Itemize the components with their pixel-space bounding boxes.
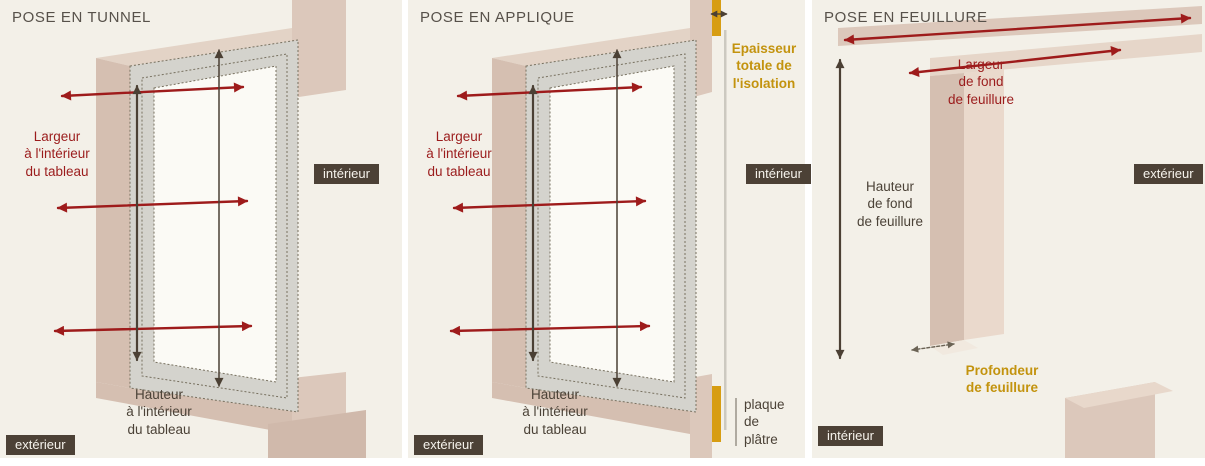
measure-arrows	[449, 49, 651, 387]
feuillure-diagram	[835, 6, 1202, 458]
exterior-badge: extérieur	[1134, 164, 1203, 184]
panel-pose-en-tunnel: POSE EN TUNNEL Largeur à l'intérieur du …	[0, 0, 402, 458]
tunnel-diagram	[53, 0, 366, 458]
height-inside-opening-label: Hauteur à l'intérieur du tableau	[126, 387, 192, 437]
window-frame	[525, 39, 697, 413]
exterior-badge: extérieur	[414, 435, 483, 455]
panel-title: POSE EN FEUILLURE	[824, 9, 988, 26]
panel-title: POSE EN TUNNEL	[12, 9, 151, 26]
measure-arrows	[835, 13, 1192, 360]
insulation-and-plaster	[710, 0, 737, 446]
rebate-width-label: Largeur de fond de feuillure	[947, 57, 1015, 107]
rebate-depth-arrow	[911, 341, 955, 353]
plasterboard-label: plaque de plâtre	[744, 397, 785, 447]
width-inside-opening-label: Largeur à l'intérieur du tableau	[426, 129, 492, 179]
window-frame	[129, 39, 299, 413]
width-inside-opening-label: Largeur à l'intérieur du tableau	[24, 129, 90, 179]
panel-pose-en-applique: POSE EN APPLIQUE Largeur à l'intérieur d…	[408, 0, 811, 458]
height-inside-opening-label: Hauteur à l'intérieur du tableau	[522, 387, 588, 437]
rebate-height-label: Hauteur de fond de feuillure	[856, 179, 924, 229]
interior-badge: intérieur	[746, 164, 811, 184]
width-arrow-top	[456, 82, 643, 101]
wall-shapes	[96, 0, 366, 458]
interior-badge: intérieur	[314, 164, 379, 184]
rebate-bottom-width-arrow	[908, 46, 1122, 77]
panel-pose-en-feuillure: POSE EN FEUILLURE Largeur de fond de feu…	[812, 0, 1205, 458]
interior-badge: intérieur	[818, 426, 883, 446]
measure-arrows	[53, 49, 253, 387]
width-arrow-top	[60, 82, 245, 101]
rebate-depth-label: Profondeur de feuillure	[965, 363, 1039, 396]
exterior-badge: extérieur	[6, 435, 75, 455]
rebate-outer-width-arrow	[843, 13, 1192, 45]
applique-diagram	[449, 0, 737, 458]
panel-title: POSE EN APPLIQUE	[420, 9, 575, 26]
insulation-thickness-label: Epaisseur totale de l'isolation	[731, 41, 797, 91]
